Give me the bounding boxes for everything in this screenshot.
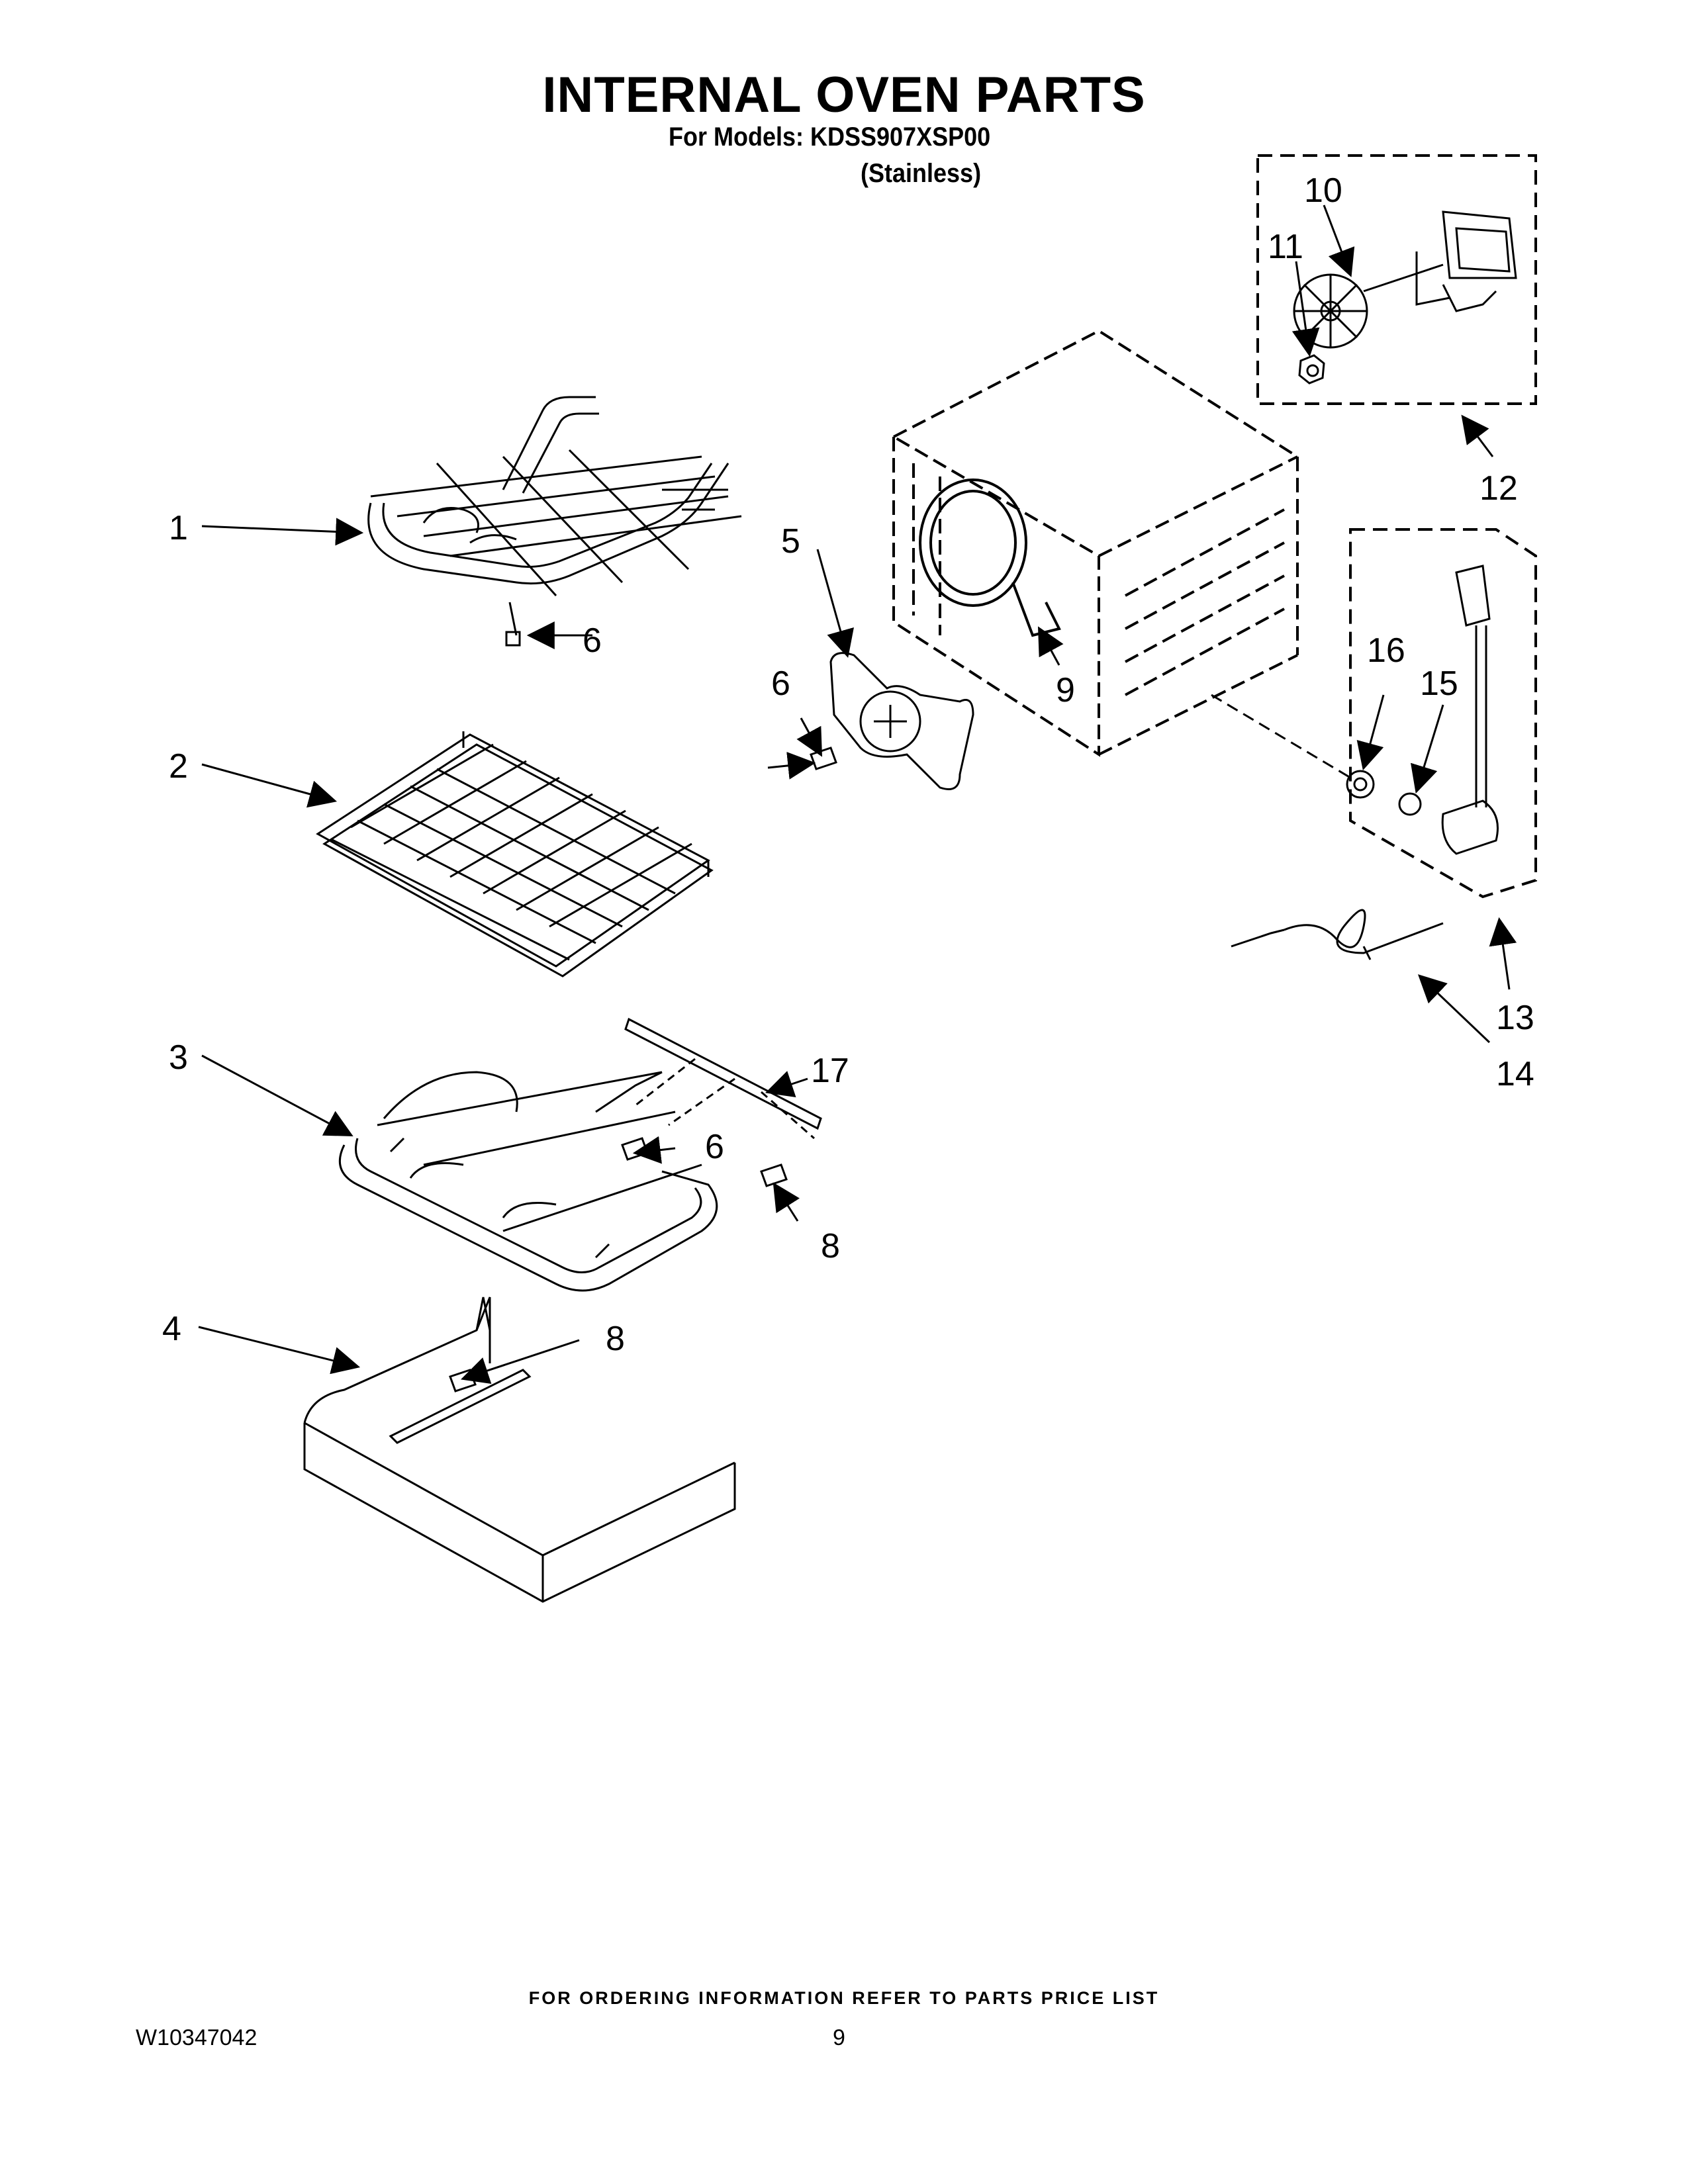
sensor-assembly — [1211, 565, 1499, 855]
fan-motor — [1363, 210, 1517, 312]
callout-2: 2 — [169, 747, 188, 786]
callout-6-top: 6 — [583, 621, 602, 660]
callout-17: 17 — [811, 1052, 849, 1090]
bake-element — [338, 1071, 718, 1292]
callout-3: 3 — [169, 1038, 188, 1077]
callout-9: 9 — [1056, 671, 1075, 709]
callout-leaders — [198, 205, 1517, 1385]
callout-15: 15 — [1420, 664, 1458, 703]
callout-1: 1 — [169, 509, 188, 547]
ordering-note: FOR ORDERING INFORMATION REFER TO PARTS … — [528, 1988, 1160, 2008]
callout-5: 5 — [781, 522, 800, 561]
finish-note: (Stainless) — [861, 159, 982, 188]
callout-12: 12 — [1479, 469, 1518, 508]
callout-6-mid: 6 — [771, 664, 790, 703]
callout-11: 11 — [1268, 228, 1303, 266]
broil-element — [367, 396, 742, 647]
broil-pan — [303, 1297, 736, 1603]
fan-blade — [1293, 273, 1368, 349]
callout-16: 16 — [1367, 631, 1405, 670]
element-bracket — [624, 1017, 822, 1140]
fan-assembly-group — [1256, 154, 1537, 405]
sensor-assembly-group — [1349, 528, 1537, 899]
page-title: INTERNAL OVEN PARTS — [542, 67, 1146, 123]
callout-8-bake: 8 — [821, 1227, 840, 1265]
meat-probe — [1231, 909, 1444, 960]
callout-6-bake: 6 — [705, 1128, 724, 1166]
fan-baffle — [829, 652, 974, 790]
callout-8-pan: 8 — [606, 1320, 625, 1358]
callout-10: 10 — [1304, 171, 1342, 210]
callout-4: 4 — [162, 1310, 181, 1348]
oven-cavity — [892, 329, 1299, 757]
callout-13: 13 — [1496, 999, 1534, 1037]
document-number: W10347042 — [136, 2025, 258, 2050]
page-number: 9 — [833, 2025, 845, 2050]
model-line: For Models: KDSS907XSP00 — [669, 122, 991, 152]
oven-rack — [316, 731, 714, 978]
callout-14: 14 — [1496, 1055, 1534, 1093]
fan-nut — [1298, 354, 1325, 385]
